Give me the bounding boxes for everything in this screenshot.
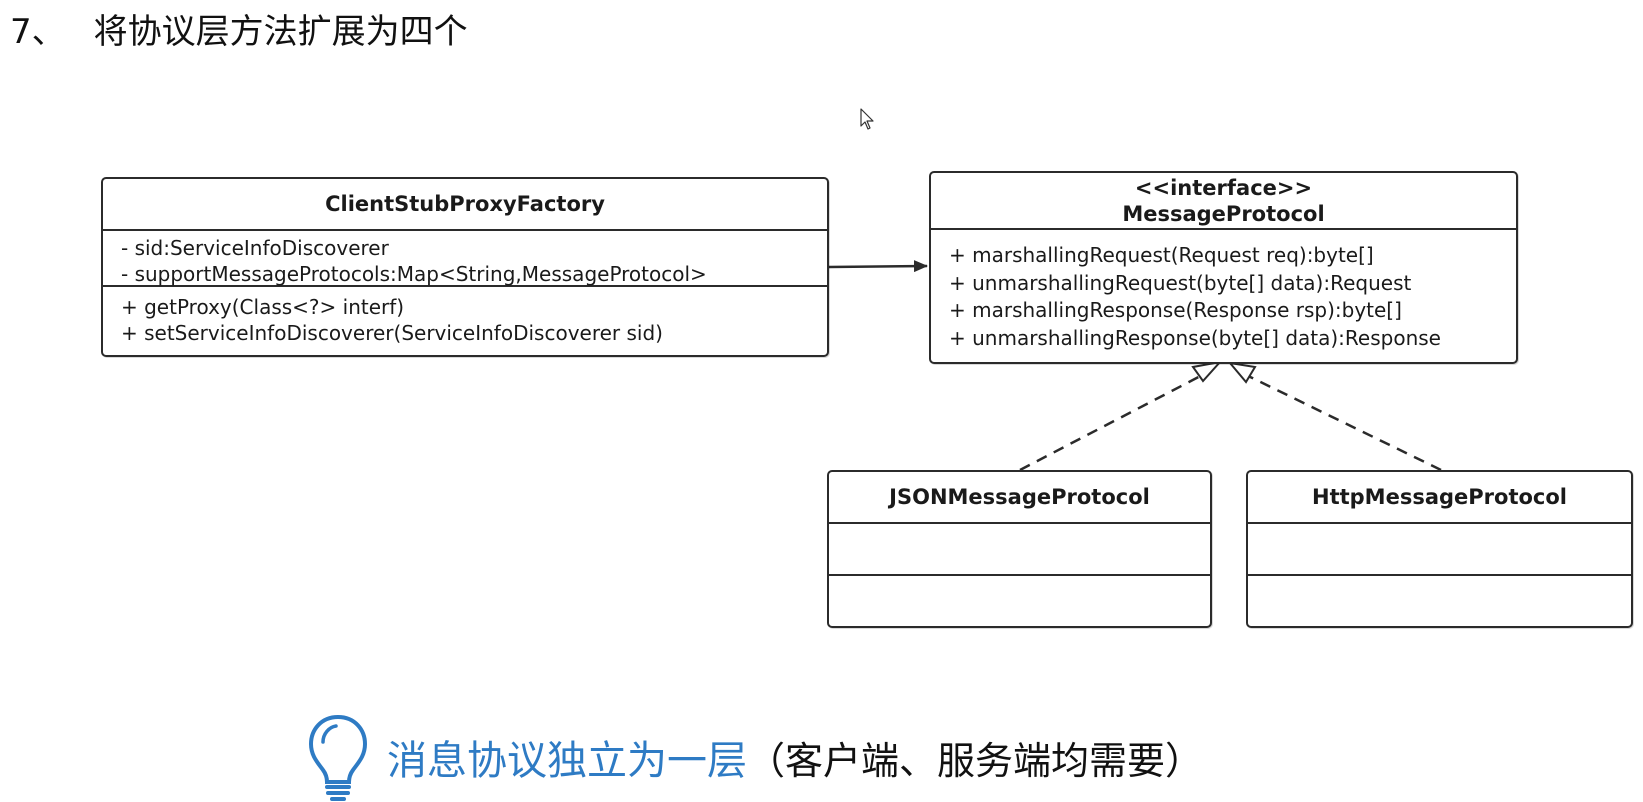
tip-paren-text: （客户端、服务端均需要） [747, 738, 1204, 783]
operation-marshalling-response: + marshallingResponse(Response rsp):byte… [949, 298, 1402, 322]
mouse-cursor-icon [860, 108, 874, 130]
class-name: JSONMessageProtocol [829, 472, 1210, 524]
stereotype-label: <<interface>> [1134, 175, 1313, 200]
interface-header: <<interface>> MessageProtocol [931, 173, 1516, 230]
operation-unmarshalling-request: + unmarshallingRequest(byte[] data):Requ… [949, 270, 1412, 295]
tip-callout: 消息协议独立为一层（客户端、服务端均需要） [305, 712, 1203, 802]
realization-json [1019, 368, 1213, 472]
attributes-section [1248, 524, 1631, 576]
attributes-section: - sid:ServiceInfoDiscoverer - supportMes… [103, 231, 827, 287]
operation-marshalling-request: + marshallingRequest(Request req):byte[] [949, 243, 1374, 267]
page-heading: 7、将协议层方法扩展为四个 [10, 8, 468, 56]
interface-message-protocol: <<interface>> MessageProtocol + marshall… [929, 171, 1518, 364]
realization-http [1237, 369, 1442, 472]
operations-section: + marshallingRequest(Request req):byte[]… [931, 230, 1516, 360]
heading-title: 将协议层方法扩展为四个 [93, 12, 468, 52]
attributes-section [829, 524, 1210, 576]
class-json-message-protocol: JSONMessageProtocol [827, 470, 1212, 628]
attribute-support-message-protocols: - supportMessageProtocols:Map<String,Mes… [121, 262, 707, 286]
operations-section [829, 576, 1210, 628]
realization-json-head [1191, 360, 1223, 383]
class-client-stub-proxy-factory: ClientStubProxyFactory - sid:ServiceInfo… [101, 177, 829, 357]
operation-set-service-info-discoverer: + setServiceInfoDiscoverer(ServiceInfoDi… [121, 321, 663, 345]
class-http-message-protocol: HttpMessageProtocol [1246, 470, 1633, 628]
attribute-sid: - sid:ServiceInfoDiscoverer [121, 236, 389, 260]
interface-name: MessageProtocol [1122, 201, 1325, 226]
realization-http-head [1227, 361, 1257, 384]
class-name: ClientStubProxyFactory [103, 179, 827, 231]
tip-main-text: 消息协议独立为一层 [387, 738, 747, 784]
class-name: HttpMessageProtocol [1248, 472, 1631, 524]
heading-number: 7、 [10, 12, 66, 52]
association-arrow [828, 260, 928, 273]
operation-get-proxy: + getProxy(Class<?> interf) [121, 295, 405, 319]
operation-unmarshalling-response: + unmarshallingResponse(byte[] data):Res… [949, 325, 1441, 350]
lightbulb-icon [308, 714, 368, 801]
operations-section [1248, 576, 1631, 628]
operations-section: + getProxy(Class<?> interf) + setService… [103, 287, 827, 353]
